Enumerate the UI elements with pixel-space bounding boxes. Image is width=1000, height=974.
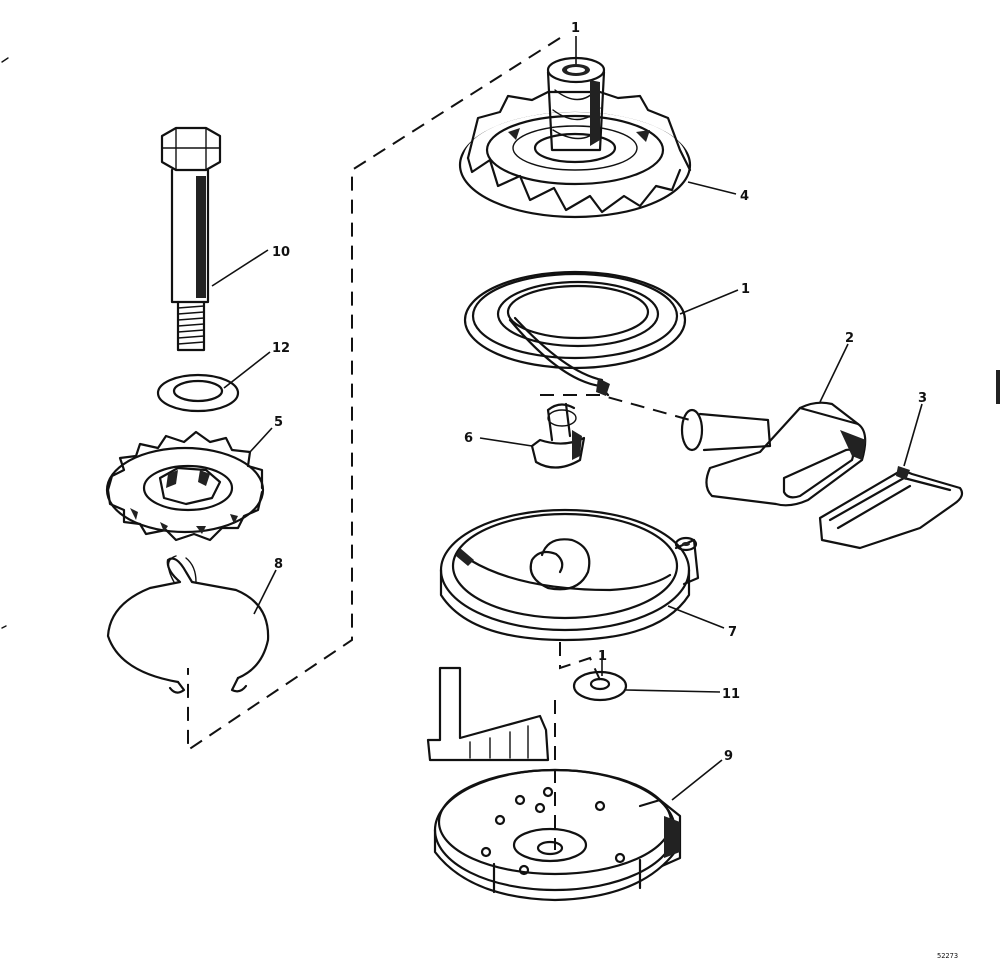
callout-4: 4	[740, 189, 749, 204]
handle-insert-part-3	[818, 466, 964, 550]
callout-3: 3	[918, 391, 927, 406]
margin-mark	[1, 625, 7, 629]
callout-1-lower: 1	[598, 649, 607, 664]
margin-mark	[996, 370, 1000, 404]
callout-6: 6	[464, 431, 473, 446]
margin-mark	[1, 57, 9, 63]
callout-12: 12	[272, 341, 290, 356]
center-dash-line	[559, 642, 601, 681]
washer-part-11	[572, 670, 628, 702]
callout-2: 2	[845, 331, 854, 346]
leader-12	[223, 351, 271, 389]
leader-lines	[211, 36, 923, 801]
leader-10	[211, 249, 269, 287]
rope-dash-line	[540, 394, 691, 421]
leader-3	[903, 403, 923, 467]
leader-5	[249, 427, 273, 453]
callout-9: 9	[724, 749, 733, 764]
spring-clip-part-8	[106, 555, 270, 694]
figure-id: 52273	[937, 952, 958, 960]
callout-11: 11	[722, 687, 740, 702]
bolt-part-10	[160, 126, 222, 352]
washer-part-12	[156, 373, 240, 413]
callout-8: 8	[274, 557, 283, 572]
pawl-plate-part-5	[105, 430, 265, 542]
starter-pulley-part-4	[458, 56, 692, 219]
leader-11	[625, 689, 721, 693]
leader-7	[667, 605, 725, 629]
leader-2	[819, 343, 849, 403]
leader-8	[253, 569, 277, 615]
leader-9	[671, 759, 723, 801]
callout-10: 10	[272, 245, 290, 260]
starter-housing-part-9	[426, 666, 682, 902]
starter-handle-part-2	[680, 401, 867, 507]
leader-6	[479, 437, 533, 447]
assembly-dash-line	[187, 37, 561, 752]
callout-1-top: 1	[571, 21, 580, 36]
starter-rope-part-1	[463, 270, 687, 397]
leader-1-spring	[679, 289, 739, 315]
callout-7: 7	[728, 625, 737, 640]
callout-5: 5	[274, 415, 283, 430]
callout-1-spring: 1	[741, 282, 750, 297]
rewind-spring-part-7	[439, 508, 700, 642]
leader-4	[687, 181, 737, 195]
spring-anchor-part-6	[530, 402, 586, 469]
